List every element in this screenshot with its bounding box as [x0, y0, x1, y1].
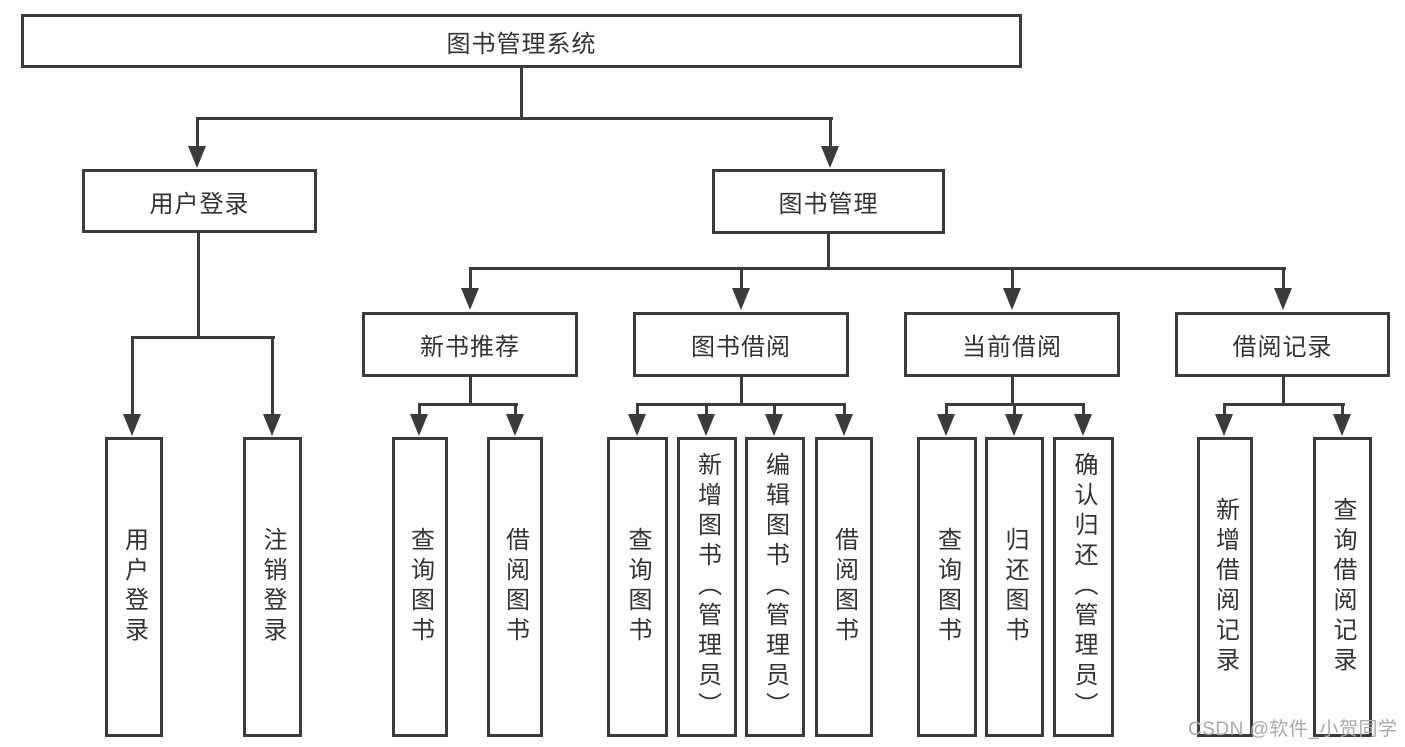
arrow-down-icon — [1005, 414, 1023, 436]
connector-line — [131, 336, 275, 339]
arrow-down-icon — [410, 414, 428, 436]
connector-line — [1011, 267, 1014, 290]
arrow-down-icon — [821, 146, 839, 168]
arrow-down-icon — [1003, 288, 1021, 310]
node-borrowing-records: 借阅记录 — [1175, 312, 1390, 377]
arrow-down-icon — [1333, 414, 1351, 436]
leaf-query-borrow-record: 查询借阅记录 — [1313, 437, 1372, 737]
connector-line — [1223, 403, 1345, 406]
arrow-down-icon — [628, 414, 646, 436]
node-book-management: 图书管理 — [712, 169, 945, 234]
connector-line — [773, 403, 776, 416]
arrow-down-icon — [188, 146, 206, 168]
connector-line — [740, 377, 743, 406]
connector-line — [1282, 267, 1285, 290]
connector-line — [520, 68, 523, 120]
connector-line — [636, 403, 846, 406]
connector-line — [271, 336, 274, 414]
connector-line — [1082, 403, 1085, 416]
arrow-down-icon — [765, 414, 783, 436]
arrow-down-icon — [1074, 414, 1092, 436]
connector-line — [827, 234, 830, 270]
arrow-down-icon — [697, 414, 715, 436]
leaf-add-book-admin: 新增图书（管理员） — [677, 437, 737, 737]
connector-line — [1013, 403, 1016, 416]
connector-line — [469, 377, 472, 406]
leaf-logout: 注销登录 — [243, 437, 302, 737]
leaf-add-borrow-record: 新增借阅记录 — [1197, 437, 1253, 737]
arrow-down-icon — [835, 414, 853, 436]
connector-line — [1341, 403, 1344, 416]
connector-line — [636, 403, 639, 416]
leaf-user-login: 用户登录 — [105, 437, 163, 737]
node-library-management-system: 图书管理系统 — [21, 14, 1022, 68]
leaf-return-book: 归还图书 — [985, 437, 1044, 737]
connector-line — [418, 403, 518, 406]
connector-line — [418, 403, 421, 416]
csdn-watermark: CSDN @软件_小贺同学 — [1188, 719, 1398, 740]
leaf-query-books-recommendation: 查询图书 — [392, 437, 448, 737]
node-new-book-recommendation: 新书推荐 — [362, 312, 578, 377]
connector-line — [945, 403, 948, 416]
connector-line — [829, 117, 832, 148]
node-user-login: 用户登录 — [82, 169, 317, 233]
connector-line — [469, 267, 1286, 270]
leaf-query-books-current: 查询图书 — [917, 437, 977, 737]
leaf-query-books-borrowing: 查询图书 — [607, 437, 668, 737]
arrow-down-icon — [732, 288, 750, 310]
arrow-down-icon — [1215, 414, 1233, 436]
leaf-borrow-books-borrowing: 借阅图书 — [815, 437, 873, 737]
arrow-down-icon — [461, 288, 479, 310]
arrow-down-icon — [937, 414, 955, 436]
arrow-down-icon — [123, 414, 141, 436]
connector-line — [705, 403, 708, 416]
connector-line — [1223, 403, 1226, 416]
connector-line — [469, 267, 472, 290]
connector-line — [196, 117, 199, 148]
connector-line — [197, 233, 200, 339]
arrow-down-icon — [263, 414, 281, 436]
connector-line — [843, 403, 846, 416]
connector-line — [740, 267, 743, 290]
connector-line — [1011, 377, 1014, 406]
leaf-borrow-books-recommendation: 借阅图书 — [487, 437, 543, 737]
connector-line — [514, 403, 517, 416]
connector-line — [1282, 377, 1285, 406]
leaf-edit-book-admin: 编辑图书（管理员） — [745, 437, 805, 737]
arrow-down-icon — [1274, 288, 1292, 310]
connector-line — [131, 336, 134, 414]
connector-line — [196, 117, 833, 120]
arrow-down-icon — [506, 414, 524, 436]
node-book-borrowing: 图书借阅 — [633, 312, 849, 377]
leaf-confirm-return-admin: 确认归还（管理员） — [1053, 437, 1114, 737]
node-current-borrowing: 当前借阅 — [904, 312, 1120, 377]
